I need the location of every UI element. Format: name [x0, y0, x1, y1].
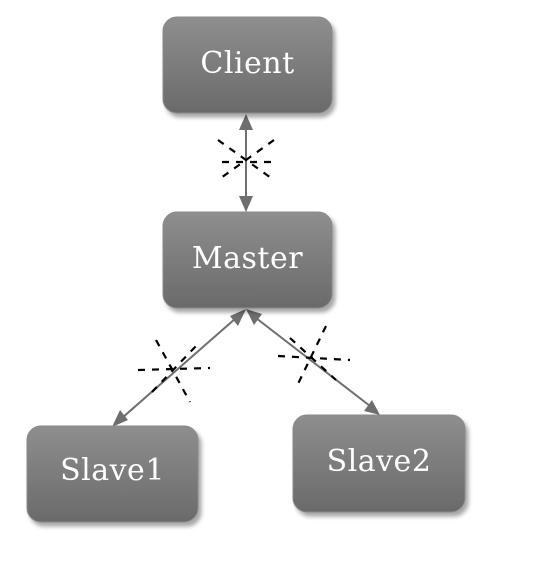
node-client-label: Client [200, 46, 294, 81]
dashed-burst-marker [277, 325, 351, 389]
node-slave1-label: Slave1 [60, 453, 165, 488]
dashed-burst-marker [217, 139, 275, 181]
edge-master-slave2 [246, 309, 380, 415]
arrowhead-slave1-icon [112, 410, 128, 427]
node-master[interactable]: Master [162, 211, 333, 309]
node-client[interactable]: Client [162, 16, 333, 114]
arrowhead-master-icon [246, 309, 262, 325]
arrowhead-slave2-icon [364, 400, 380, 415]
node-slave2-label: Slave2 [327, 444, 432, 479]
edge-master-slave1 [112, 309, 246, 427]
arrowhead-up-icon [239, 114, 253, 130]
node-slave2[interactable]: Slave2 [292, 414, 466, 513]
edge-client-master [217, 114, 275, 212]
arrowhead-down-icon [239, 196, 253, 212]
dashed-burst-marker [137, 339, 211, 403]
node-master-label: Master [192, 241, 303, 276]
arrowhead-master-icon [230, 309, 246, 326]
node-slave1[interactable]: Slave1 [26, 425, 199, 523]
